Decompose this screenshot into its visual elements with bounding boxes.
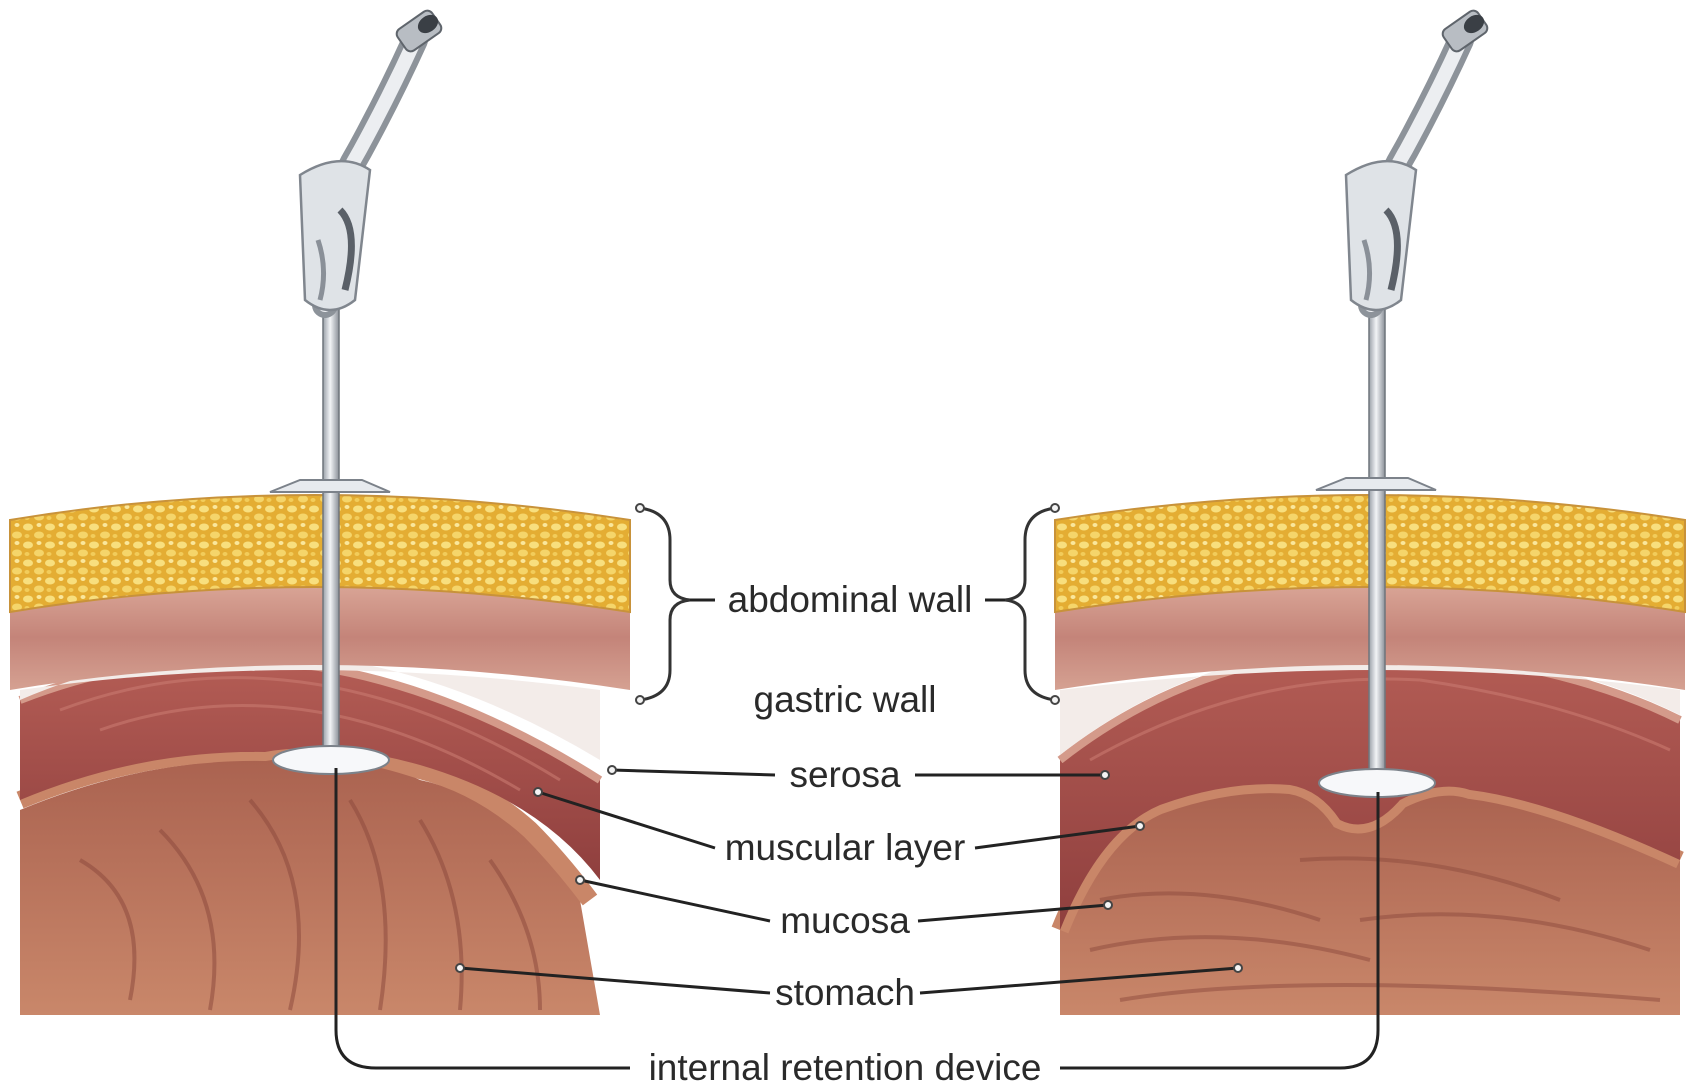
right-panel (1055, 8, 1685, 1015)
label-muscular-layer: muscular layer (725, 827, 966, 868)
label-internal-retention-device: internal retention device (649, 1047, 1042, 1085)
left-tube-clamp (300, 161, 370, 310)
left-tube-shaft (323, 300, 339, 760)
left-external-bolster (270, 480, 390, 492)
right-tube-clamp (1346, 161, 1416, 310)
label-abdominal-wall: abdominal wall (728, 579, 973, 620)
left-panel (10, 8, 630, 1015)
right-abdominal-brace (1005, 508, 1055, 700)
left-internal-retention-disc (273, 746, 389, 774)
label-stomach: stomach (775, 972, 915, 1013)
right-external-bolster (1316, 478, 1436, 490)
label-gastric-wall: gastric wall (754, 679, 937, 720)
right-tube-shaft (1369, 300, 1385, 780)
label-serosa: serosa (789, 754, 900, 795)
label-mucosa: mucosa (780, 900, 910, 941)
left-abdominal-brace (640, 508, 690, 700)
